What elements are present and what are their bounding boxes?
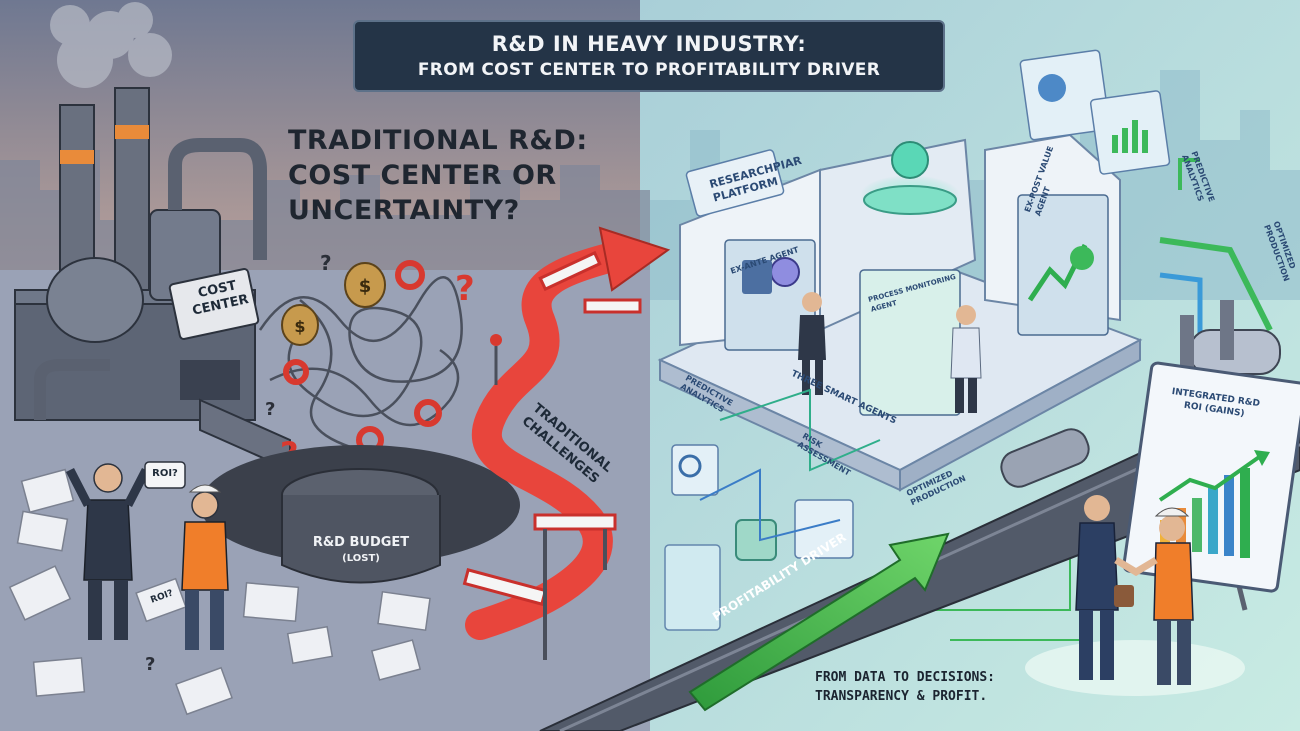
budget-label-line-1: R&D BUDGET (312, 535, 410, 550)
factory (14, 87, 291, 472)
barriers (462, 250, 642, 660)
title-line-2: FROM COST CENTER TO PROFITABILITY DRIVER (417, 60, 881, 80)
svg-text:?: ? (320, 251, 332, 275)
budget-label-line-2: (LOST) (342, 553, 380, 564)
red-challenge-path (465, 240, 635, 640)
profitability-arrow (688, 532, 950, 712)
svg-text:$: $ (359, 276, 372, 297)
title-banner: R&D IN HEAVY INDUSTRY: FROM COST CENTER … (353, 20, 945, 92)
bottom-caption: FROM DATA TO DECISIONS: TRANSPARENCY & P… (815, 668, 1145, 706)
svg-text:?: ? (455, 269, 475, 309)
analyst-people (798, 292, 982, 413)
research-platform (657, 133, 1143, 492)
stressed-manager (65, 463, 151, 640)
svg-text:$: $ (294, 317, 305, 336)
engineer-worker (181, 484, 229, 650)
dashboard-panels (664, 49, 1171, 631)
left-headline: TRADITIONAL R&D: COST CENTER OR UNCERTAI… (288, 123, 588, 228)
headline-line-1: TRADITIONAL R&D: (288, 125, 588, 156)
headline-line-2: COST CENTER OR (288, 160, 557, 191)
budget-pit (200, 445, 520, 584)
business-handshake (1025, 495, 1245, 696)
speech-bubble-text: ROI? (152, 468, 178, 479)
data-flow-lines (699, 158, 1273, 641)
headline-line-3: UNCERTAINTY? (288, 195, 520, 226)
scattered-papers (8, 468, 431, 716)
tangled-mess (258, 276, 463, 452)
svg-text:?: ? (265, 399, 275, 420)
budget-pit-label: R&D BUDGET (LOST) (296, 535, 426, 567)
speech-bubble (144, 461, 186, 489)
caption-line-1: FROM DATA TO DECISIONS: (815, 670, 996, 685)
smoke (50, 2, 172, 88)
svg-text:?: ? (145, 654, 155, 675)
caption-line-2: TRANSPARENCY & PROFIT. (815, 689, 988, 704)
red-arrow-head (598, 226, 671, 292)
title-line-1: R&D IN HEAVY INDUSTRY: (491, 32, 807, 56)
